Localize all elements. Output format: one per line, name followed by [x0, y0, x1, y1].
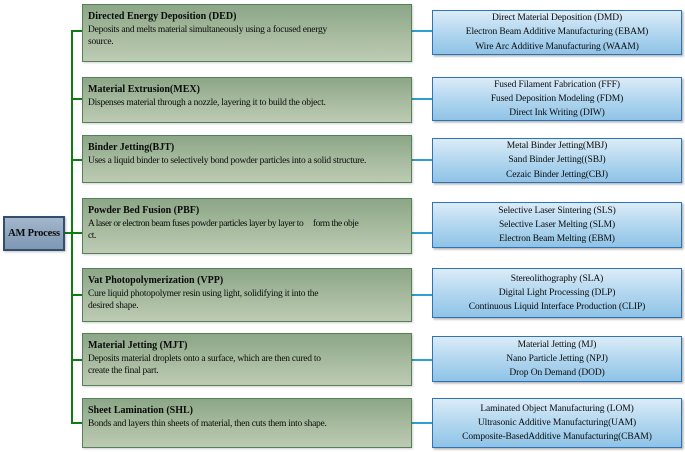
subtype-item: Cezaic Binder Jetting(CBJ) [506, 169, 608, 180]
connector-trunk-to-mex-line [71, 98, 82, 100]
subtype-box-ded: Direct Material Deposition (DMD) Electro… [432, 10, 682, 55]
connector-ded-to-subtypes-line [411, 30, 432, 32]
subtype-item: Composite-BasedAdditive Manufacturing(CB… [462, 432, 652, 443]
subtype-item: Electron Beam Melting (EBM) [499, 234, 615, 245]
subtype-item: Selective Laser Sintering (SLS) [498, 205, 616, 216]
subtype-item: Material Jetting (MJ) [517, 339, 597, 350]
subtype-box-shl: Laminated Object Manufacturing (LOM) Ult… [432, 398, 682, 448]
process-description: A laser or electron beam fuses powder pa… [88, 218, 359, 242]
subtype-item: Direct Material Deposition (DMD) [491, 13, 623, 24]
connector-root-to-trunk-line [63, 232, 82, 234]
connector-trunk-to-shl-line [71, 422, 82, 424]
connector-trunk-to-vpp-line [71, 294, 82, 296]
process-title: Powder Bed Fusion (PBF) [88, 205, 200, 216]
process-title: Binder Jetting(BJT) [88, 142, 175, 153]
process-description: Bonds and layers thin sheets of material… [88, 418, 327, 429]
subtype-box-mex: Fused Filament Fabrication (FFF) Fused D… [432, 77, 682, 121]
subtype-box-vpp: Stereolithography (SLA) Digital Light Pr… [432, 268, 682, 318]
subtype-box-mjt: Material Jetting (MJ) Nano Particle Jett… [432, 336, 682, 382]
root-label: AM Process [8, 228, 60, 239]
subtype-item: Wire Arc Additive Manufacturing (WAAM) [475, 41, 639, 52]
connector-bjt-to-subtypes-line [411, 159, 432, 161]
process-title: Directed Energy Deposition (DED) [88, 11, 237, 22]
process-title: Material Jetting (MJT) [88, 340, 188, 351]
subtype-box-bjt: Metal Binder Jetting(MBJ) Sand Binder Je… [432, 138, 682, 183]
process-box-vpp: Vat Photopolymerization (VPP) Cure liqui… [82, 268, 412, 322]
process-title: Material Extrusion(MEX) [88, 84, 200, 95]
connector-mex-to-subtypes-line [411, 98, 432, 100]
process-description: Uses a liquid binder to selectively bond… [88, 155, 367, 166]
process-box-ded: Directed Energy Deposition (DED) Deposit… [82, 4, 412, 62]
subtype-item: Drop On Demand (DOD) [509, 368, 605, 379]
connector-mjt-to-subtypes-line [411, 359, 432, 361]
subtype-item: Nano Particle Jetting (NPJ) [506, 353, 608, 364]
process-box-bjt: Binder Jetting(BJT) Uses a liquid binder… [82, 135, 412, 183]
subtype-item: Fused Deposition Modeling (FDM) [490, 93, 624, 104]
subtype-item: Sand Binder Jetting((SBJ) [508, 155, 606, 166]
subtype-item: Laminated Object Manufacturing (LOM) [480, 403, 634, 414]
process-box-pbf: Powder Bed Fusion (PBF) A laser or elect… [82, 198, 412, 254]
process-description: Deposits material droplets onto a surfac… [88, 353, 321, 377]
process-description: Cure liquid photopolymer resin using lig… [88, 288, 319, 312]
subtype-item: Selective Laser Melting (SLM) [498, 219, 616, 230]
subtype-box-pbf: Selective Laser Sintering (SLS) Selectiv… [432, 202, 682, 248]
subtype-item: Continuous Liquid Interface Production (… [468, 302, 646, 313]
subtype-item: Fused Filament Fabrication (FFF) [494, 79, 620, 90]
connector-pbf-to-subtypes-line [411, 232, 432, 234]
subtype-item: Ultrasonic Additive Manufacturing(UAM) [477, 417, 637, 428]
connector-shl-to-subtypes-line [411, 422, 432, 424]
root-node-am-process: AM Process [3, 216, 65, 251]
process-title: Sheet Lamination (SHL) [88, 405, 194, 416]
connector-trunk-to-ded-line [71, 30, 82, 32]
connector-trunk-line [71, 30, 73, 424]
connector-trunk-to-mjt-line [71, 359, 82, 361]
process-description: Dispenses material through a nozzle, lay… [88, 97, 326, 108]
subtype-item: Direct Ink Writing (DIW) [509, 108, 605, 119]
process-description: Deposits and melts material simultaneous… [88, 24, 327, 48]
process-box-mjt: Material Jetting (MJT) Deposits material… [82, 333, 412, 386]
subtype-item: Electron Beam Additive Manufacturing (EB… [465, 27, 649, 38]
process-box-shl: Sheet Lamination (SHL) Bonds and layers … [82, 398, 412, 448]
process-title: Vat Photopolymerization (VPP) [88, 275, 224, 286]
process-box-mex: Material Extrusion(MEX) Dispenses materi… [82, 77, 412, 123]
subtype-item: Stereolithography (SLA) [510, 273, 604, 284]
connector-vpp-to-subtypes-line [411, 294, 432, 296]
subtype-item: Metal Binder Jetting(MBJ) [506, 141, 608, 152]
subtype-item: Digital Light Processing (DLP) [498, 287, 616, 298]
connector-trunk-to-bjt-line [71, 159, 82, 161]
